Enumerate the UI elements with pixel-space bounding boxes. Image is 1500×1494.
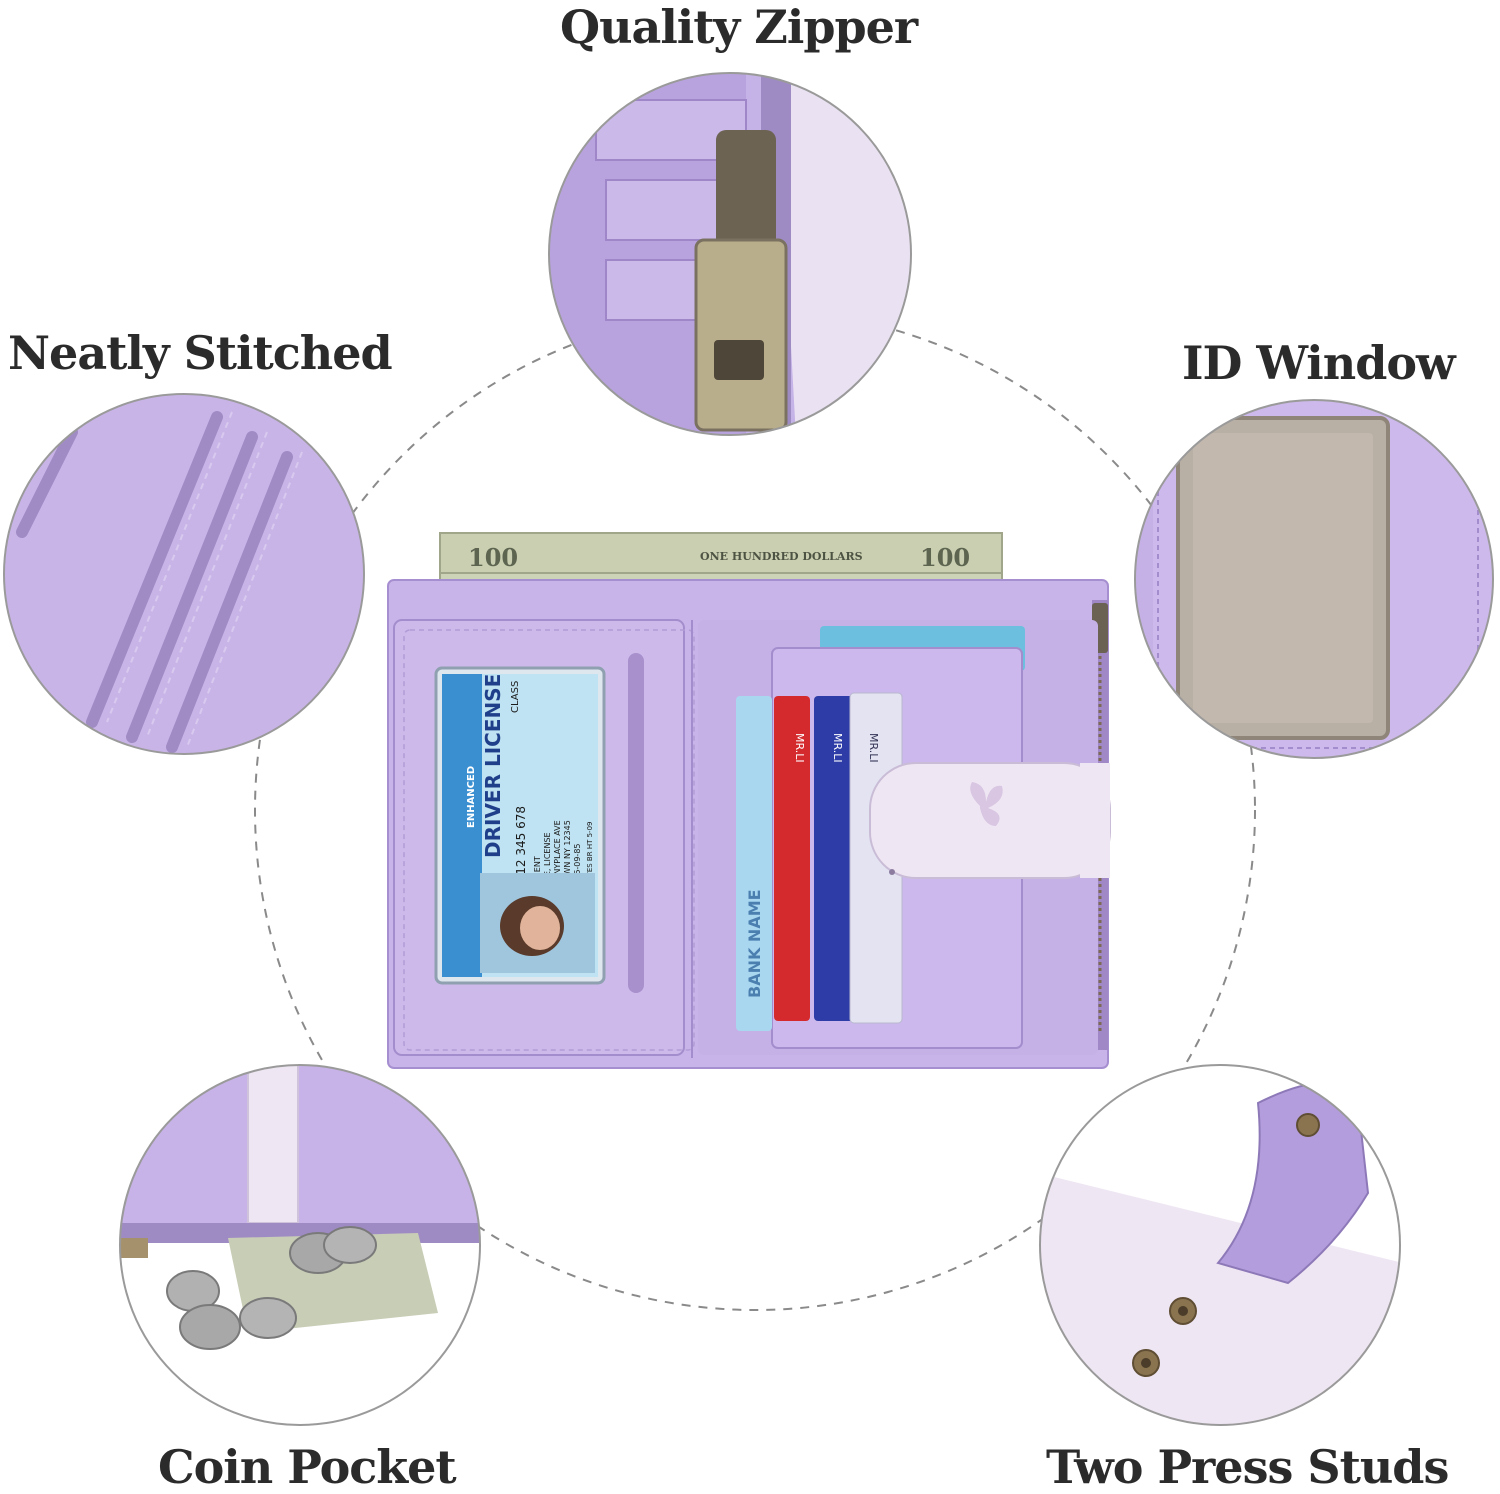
card-blue bbox=[736, 696, 772, 1031]
license-title: DRIVER LICENSE bbox=[481, 674, 505, 858]
license-line2: SAMPLE, LICENSE bbox=[543, 832, 552, 903]
license-class: CLASS bbox=[510, 681, 521, 713]
license-line3: 2345 ANYPLACE AVE bbox=[553, 820, 562, 903]
bill-text-1: ONE HUNDRED DOLLARS bbox=[700, 550, 863, 563]
label-two-press-studs: Two Press Studs bbox=[1046, 1440, 1449, 1494]
bill-value-2: 100 bbox=[920, 543, 970, 572]
label-quality-zipper: Quality Zipper bbox=[560, 0, 918, 54]
license-enhanced: ENHANCED bbox=[466, 766, 477, 828]
coin-pocket-closeup bbox=[119, 1064, 481, 1426]
driver-license: DRIVER LICENSE ENHANCED ID: 012 345 678 … bbox=[434, 666, 606, 985]
id-window-closeup bbox=[1134, 399, 1494, 759]
card-name-red: MR.LI bbox=[793, 733, 806, 763]
card-navy bbox=[814, 696, 854, 1021]
bill-value-1: 100 bbox=[468, 543, 518, 572]
card-name-silver: MR.LI bbox=[867, 733, 880, 763]
license-sex: SEX F EYES BR HT 5-09 bbox=[586, 822, 594, 903]
label-neatly-stitched: Neatly Stitched bbox=[8, 326, 393, 380]
stitching-closeup bbox=[3, 393, 365, 755]
card-bank-name: BANK NAME bbox=[745, 889, 764, 998]
card-name-navy: MR.LI bbox=[831, 733, 844, 763]
license-line4: ANYTOWN NY 12345 bbox=[563, 820, 572, 903]
wallet-main: 100 100 ONE HUNDRED DOLLARS 100 100 ONE … bbox=[387, 532, 1111, 1069]
label-id-window: ID Window bbox=[1182, 336, 1456, 390]
press-studs-closeup bbox=[1039, 1064, 1401, 1426]
label-coin-pocket: Coin Pocket bbox=[158, 1440, 457, 1494]
card-red bbox=[774, 696, 810, 1021]
zipper-closeup bbox=[548, 72, 912, 436]
